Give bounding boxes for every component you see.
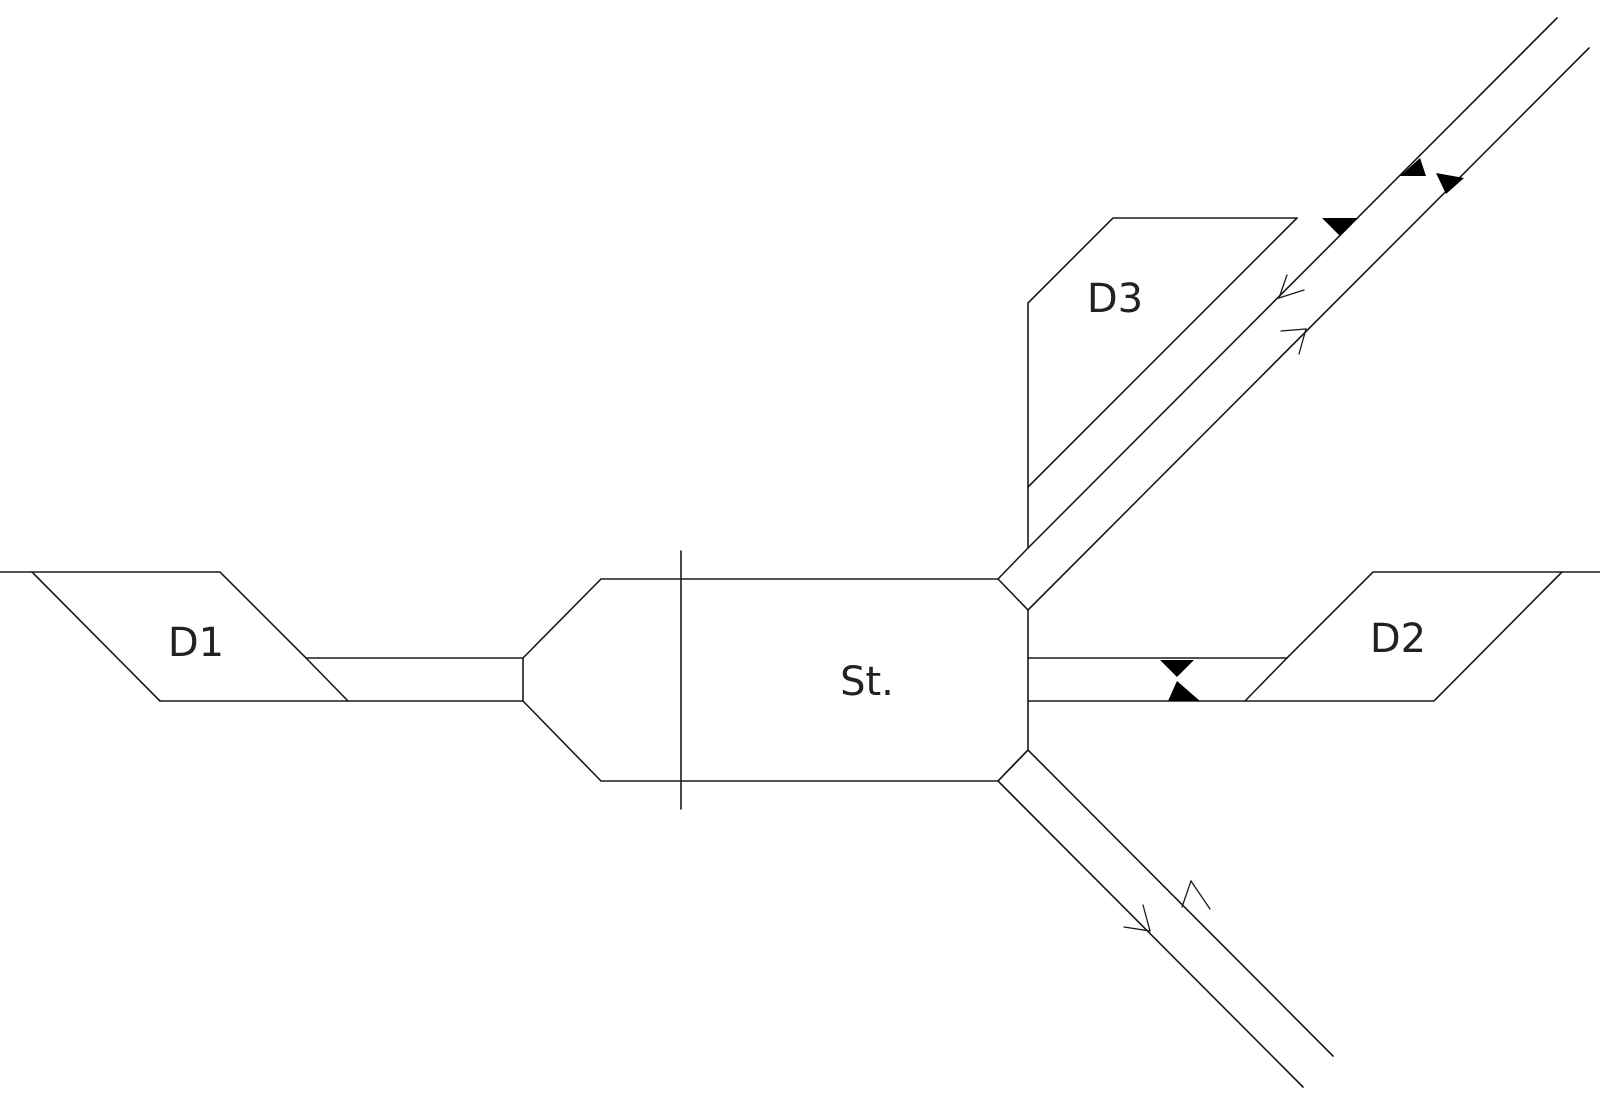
depot-d2-label: D2 (1370, 616, 1426, 662)
signal-mark-ne-track-2 (1436, 173, 1464, 194)
depot-d2-left-edge (1244, 657, 1288, 702)
right-siding-bottom (1027, 571, 1563, 702)
station-block (522, 550, 1029, 810)
signal-mark-d3-entry (1322, 218, 1358, 236)
se-branch (997, 748, 1334, 1088)
depot-d1-left-edge (31, 571, 161, 702)
signal-mark-d2-siding-top (1160, 660, 1194, 677)
se-branch-track-2 (997, 780, 1304, 1088)
depot-d3-inner-track (1027, 217, 1298, 488)
direction-arrow-se-track-2 (1181, 879, 1211, 910)
signal-mark-d2-siding-bottom (1168, 681, 1200, 701)
direction-arrow-ne-track-2 (1280, 328, 1307, 355)
depot-d1-label: D1 (168, 620, 224, 666)
depot-d1-right-edge (305, 657, 349, 702)
ne-branch-track-1 (997, 17, 1558, 580)
ne-branch-track-2 (1027, 47, 1590, 611)
depot-d2 (1027, 571, 1600, 702)
direction-arrow-se-track-1 (1123, 904, 1151, 932)
depot-d1 (0, 571, 524, 702)
depot-d3-label: D3 (1087, 276, 1143, 322)
signal-mark-ne-track-1 (1400, 158, 1426, 176)
depot-d3-outline (1027, 217, 1298, 549)
left-mainline-top (0, 571, 524, 659)
station-outline (522, 578, 1029, 782)
right-siding-top (1027, 571, 1600, 659)
depot-d3 (997, 17, 1590, 611)
se-branch-track-1 (997, 748, 1334, 1057)
direction-arrow-ne-track-1 (1277, 274, 1305, 300)
station-label: St. (840, 659, 894, 705)
